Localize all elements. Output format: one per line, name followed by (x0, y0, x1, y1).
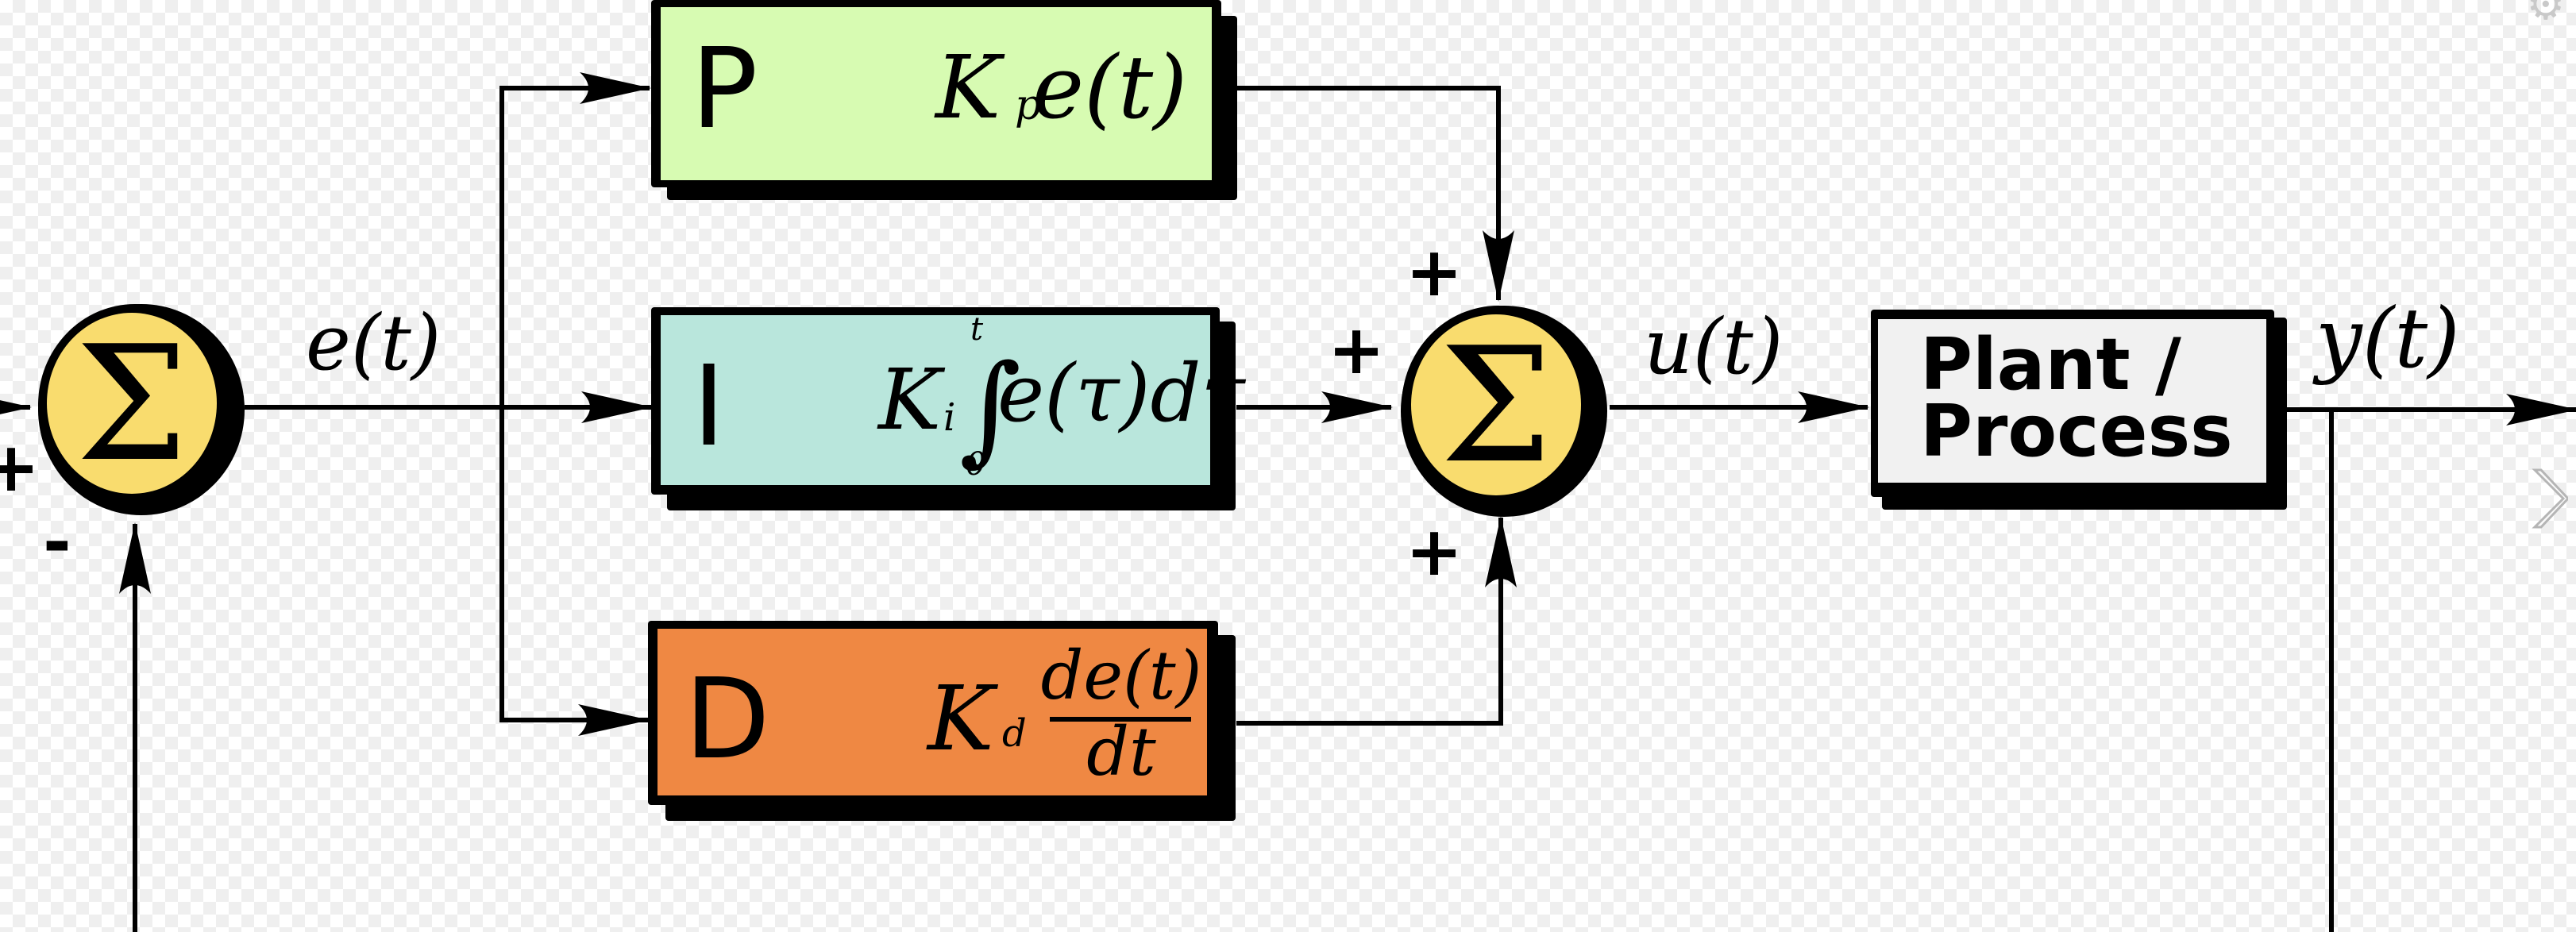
p-block-body (661, 7, 1212, 180)
i-block-letter: I (692, 342, 725, 472)
integral-lower-limit: 0 (966, 446, 985, 483)
i-block-gain-sub: i (943, 395, 955, 440)
p-block-expr: e(t) (1032, 37, 1187, 138)
plant-label-line2: Process (1920, 390, 2233, 473)
controller-summing-junction: Σ + + + (1328, 233, 1607, 591)
sign-plus: + (0, 428, 40, 507)
d-block-letter: D (684, 655, 770, 784)
wires (0, 72, 2576, 932)
sigma-symbol: Σ (1440, 314, 1552, 499)
sigma-symbol: Σ (75, 312, 187, 497)
integral-upper-limit: t (970, 311, 984, 348)
p-block-gain-sub: p (1015, 82, 1041, 129)
plant-block-body (1878, 319, 2266, 483)
wire-p-to-sum (1236, 86, 1514, 302)
sum-circle (47, 313, 217, 494)
signal-label-control: u(t) (1644, 302, 1783, 391)
setpoint-summing-junction: Σ + - (0, 304, 245, 582)
d-block-body (657, 629, 1207, 795)
sign-minus: - (43, 503, 71, 582)
d-block-numerator: de(t) (1041, 637, 1202, 714)
d-block-gain: K (926, 668, 999, 771)
i-block: I K i ∫ t 0 e(τ)dτ (651, 307, 1247, 510)
d-block: D K d de(t) dt (648, 621, 1236, 821)
p-block: P K p e(t) (651, 0, 1237, 200)
sum-circle (1411, 314, 1581, 495)
i-block-gain: K (877, 351, 946, 449)
i-block-body (661, 315, 1210, 485)
chevron-right-icon[interactable] (2532, 467, 2568, 530)
d-block-denominator: dt (1086, 713, 1156, 791)
signal-label-error: e(t) (306, 298, 441, 387)
sign-plus-top: + (1406, 233, 1463, 312)
p-block-gain: K (934, 37, 1005, 138)
gear-icon[interactable]: ⚙ (2526, 0, 2565, 29)
i-block-expr: e(τ)dτ (997, 347, 1247, 440)
d-block-gain-sub: d (1002, 711, 1027, 756)
wire-d-to-sum (1236, 516, 1517, 726)
plant-block: Plant / Process (1871, 310, 2287, 510)
sign-plus-left: + (1328, 310, 1385, 390)
sign-plus-bottom: + (1406, 512, 1463, 591)
p-block-letter: P (691, 25, 758, 154)
signal-label-output: y(t) (2312, 290, 2460, 387)
plant-label-line1: Plant / (1920, 323, 2181, 406)
integral-sign: ∫ (959, 340, 1021, 478)
